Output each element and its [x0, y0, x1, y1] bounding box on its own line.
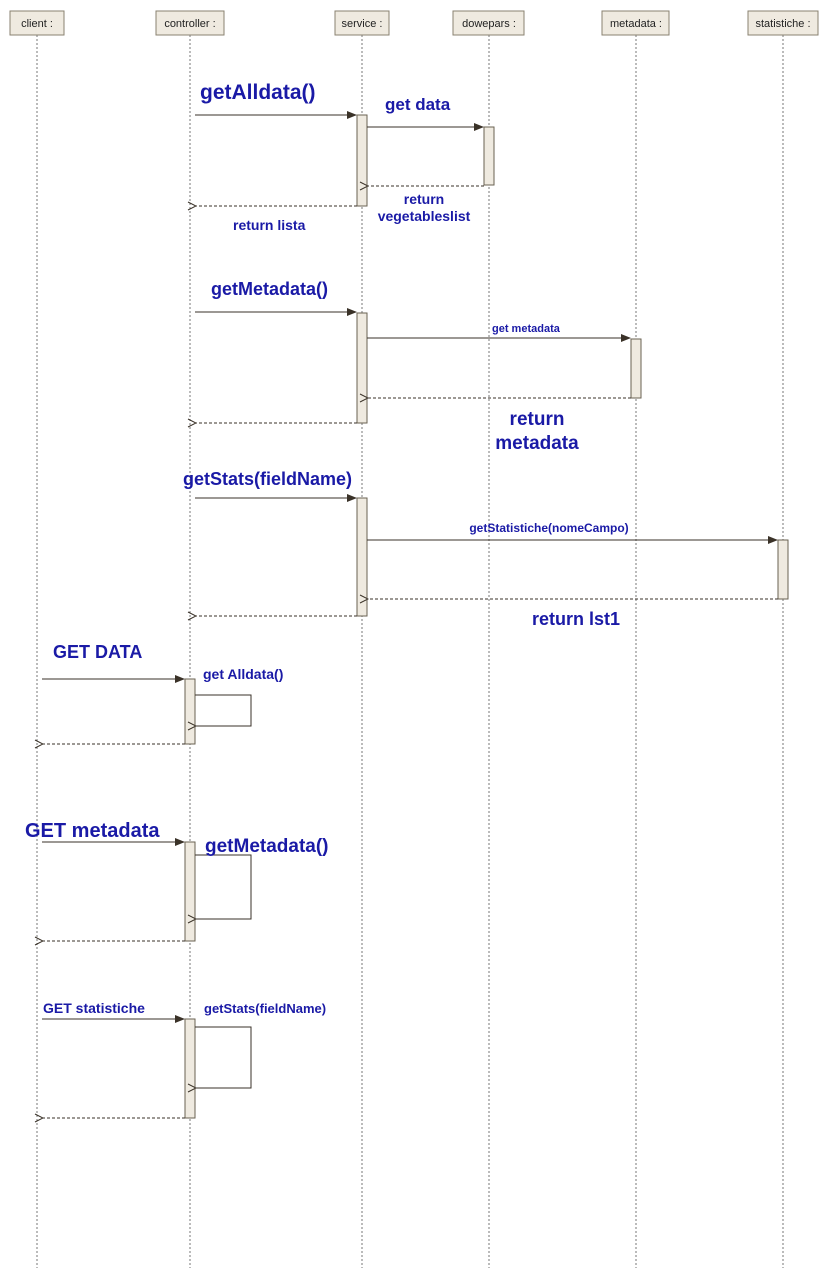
message-label-self-get-stats: getStats(fieldName): [204, 1001, 326, 1016]
lifeline-client-label: client :: [21, 18, 53, 30]
activation-service-3: [356, 497, 368, 617]
message-label-self-get-alldata: get Alldata(): [203, 666, 283, 682]
activation-statistiche-1: [777, 539, 789, 600]
lifeline-controller-box[interactable]: [155, 10, 225, 36]
activation-dowepars-1: [483, 126, 495, 186]
activation-metadata-1: [630, 338, 642, 399]
message-label-getmetadata: getMetadata(): [211, 279, 328, 299]
lifeline-dowepars: dowepars :: [452, 10, 525, 1268]
lifeline-controller: controller :: [155, 10, 225, 1268]
lifeline-statistiche-box[interactable]: [747, 10, 819, 36]
lifeline-metadata-label: metadata :: [610, 18, 662, 30]
message-label-client-get-statistiche: GET statistiche: [43, 1000, 145, 1016]
lifeline-service: service :: [334, 10, 390, 1268]
message-label-get-metadata-small: get metadata: [492, 323, 561, 335]
return-label-vegetableslist-line1: return: [404, 191, 444, 207]
activation-controller-1: [184, 678, 196, 745]
lifeline-metadata-box[interactable]: [601, 10, 670, 36]
activation-service-2: [356, 312, 368, 424]
lifeline-service-label: service :: [342, 18, 383, 30]
return-label-lista: return lista: [233, 217, 306, 233]
activation-service-1: [356, 114, 368, 207]
return-label-metadata-line2: metadata: [495, 433, 579, 454]
lifeline-statistiche: statistiche :: [747, 10, 819, 1268]
lifeline-metadata: metadata :: [601, 10, 670, 1268]
message-label-getstats: getStats(fieldName): [183, 469, 352, 489]
self-call-get-metadata[interactable]: [195, 854, 252, 919]
activation-controller-3: [184, 1018, 196, 1119]
lifeline-service-box[interactable]: [334, 10, 390, 36]
message-label-getstatistiche: getStatistiche(nomeCampo): [469, 521, 628, 535]
lifeline-dowepars-label: dowepars :: [462, 18, 516, 30]
return-label-vegetableslist-line2: vegetableslist: [378, 208, 471, 224]
message-label-client-get-metadata: GET metadata: [25, 820, 160, 842]
self-call-get-stats[interactable]: [195, 1026, 252, 1088]
activation-controller-2: [184, 841, 196, 942]
return-label-metadata-line1: return: [510, 409, 565, 430]
lifeline-controller-label: controller :: [164, 18, 215, 30]
message-label-self-get-metadata: getMetadata(): [205, 836, 329, 857]
message-label-get-data: get data: [385, 95, 451, 114]
message-label-client-get-data: GET DATA: [53, 642, 142, 662]
lifeline-client-box[interactable]: [9, 10, 65, 36]
lifeline-dowepars-box[interactable]: [452, 10, 525, 36]
self-call-get-alldata[interactable]: [195, 694, 252, 726]
lifeline-client: client :: [9, 10, 65, 1268]
lifeline-statistiche-label: statistiche :: [755, 18, 810, 30]
message-label-getalldata: getAlldata(): [200, 81, 316, 104]
return-label-lst1: return lst1: [532, 609, 620, 629]
